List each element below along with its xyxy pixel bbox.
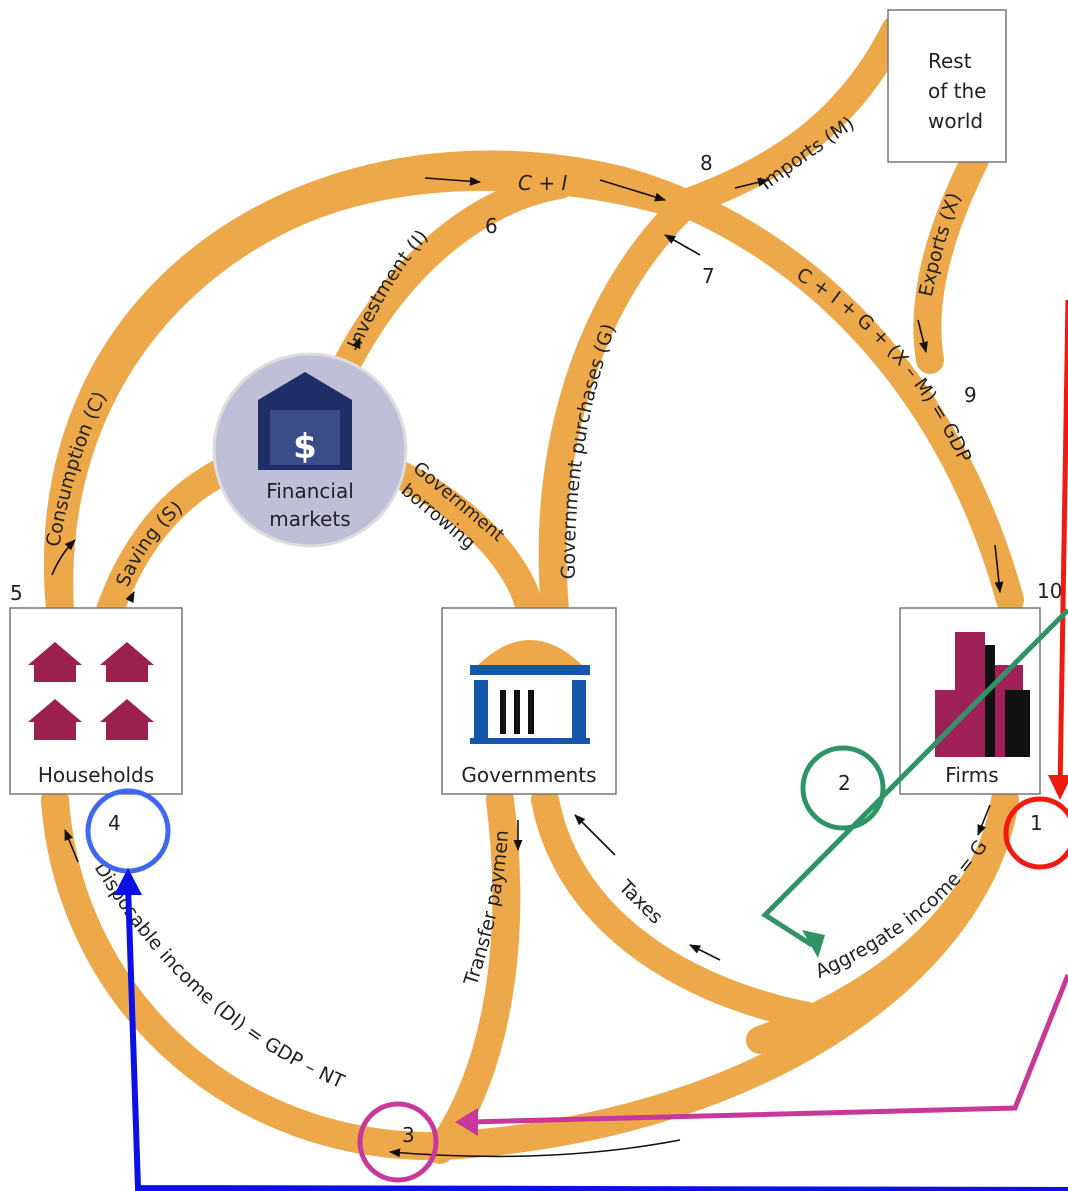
red-marker-circle <box>1003 796 1068 870</box>
magenta-marker-circle <box>357 1101 439 1183</box>
financial-markets-node: $ Financial markets <box>212 352 408 548</box>
number-4: 4 <box>108 811 121 835</box>
house-icon <box>28 642 154 740</box>
number-2: 2 <box>838 771 851 795</box>
firms-label: Firms <box>945 763 998 787</box>
c-plus-i-label: C + I <box>518 171 567 195</box>
firms-box: Firms <box>899 607 1041 795</box>
imports-band <box>666 16 909 219</box>
financial-markets-label-2: markets <box>269 507 350 531</box>
households-box: Households <box>9 607 183 795</box>
annotation-overlays <box>85 299 1068 1191</box>
green-marker-arrow <box>761 608 1068 948</box>
number-10: 10 <box>1037 579 1062 603</box>
red-marker-arrow <box>1057 299 1068 791</box>
blue-marker-arrow <box>125 884 1068 1191</box>
investment-flow-label: Investment (I) <box>343 226 432 353</box>
number-3: 3 <box>402 1123 415 1147</box>
number-8: 8 <box>700 151 713 175</box>
number-9: 9 <box>964 383 977 407</box>
rest-of-world-label-1: Rest <box>928 49 972 73</box>
taxes-band <box>531 786 844 1034</box>
svg-text:$: $ <box>293 427 317 467</box>
green-marker-circle <box>800 745 886 831</box>
number-6: 6 <box>485 214 498 238</box>
rest-of-world-label-3: world <box>928 109 983 133</box>
households-label: Households <box>38 763 154 787</box>
capitol-icon <box>470 640 590 744</box>
gov-purchases-flow-label: Government purchases (G) <box>558 321 621 579</box>
number-7: 7 <box>702 264 715 288</box>
outer-circuit-band <box>44 150 1024 624</box>
exports-band <box>913 146 989 374</box>
magenta-marker-arrow <box>469 974 1068 1125</box>
direction-arrows <box>51 176 1004 1158</box>
governments-label: Governments <box>461 763 596 787</box>
flow-bands <box>41 16 1024 1164</box>
gov-borrowing-band <box>376 456 544 624</box>
blue-marker-circle <box>85 788 171 874</box>
bank-icon: $ <box>258 372 352 470</box>
financial-markets-label-1: Financial <box>266 479 354 503</box>
rest-of-world-box: Rest of the world <box>887 9 1007 163</box>
number-5: 5 <box>10 581 23 605</box>
saving-flow-label: Saving (S) <box>112 497 187 590</box>
number-1: 1 <box>1030 811 1043 835</box>
governments-box: Governments <box>441 607 617 795</box>
transfer-band <box>426 786 521 1164</box>
rest-of-world-label-2: of the <box>928 79 986 103</box>
gov-purchases-band <box>538 196 694 624</box>
investment-band <box>316 171 574 414</box>
